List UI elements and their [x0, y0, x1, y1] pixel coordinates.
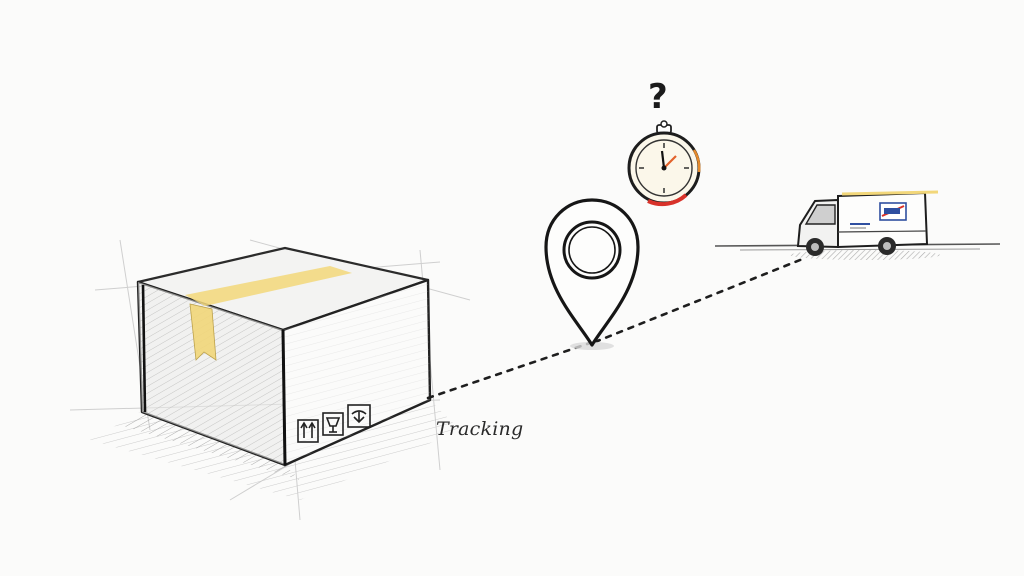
dotted-route-line [426, 256, 807, 400]
box-tape [185, 266, 352, 306]
tracking-label: Tracking [436, 418, 524, 440]
handling-symbols [297, 404, 371, 443]
box-shadow [90, 400, 460, 500]
location-pin-icon [544, 198, 640, 350]
stopwatch-icon [627, 120, 701, 207]
fragile-glass-icon [322, 412, 344, 436]
question-mark: ? [648, 77, 668, 117]
keep-dry-icon [347, 404, 371, 428]
cardboard-box-icon [136, 246, 432, 467]
this-way-up-icon [297, 419, 319, 443]
delivery-van-icon [790, 190, 940, 260]
